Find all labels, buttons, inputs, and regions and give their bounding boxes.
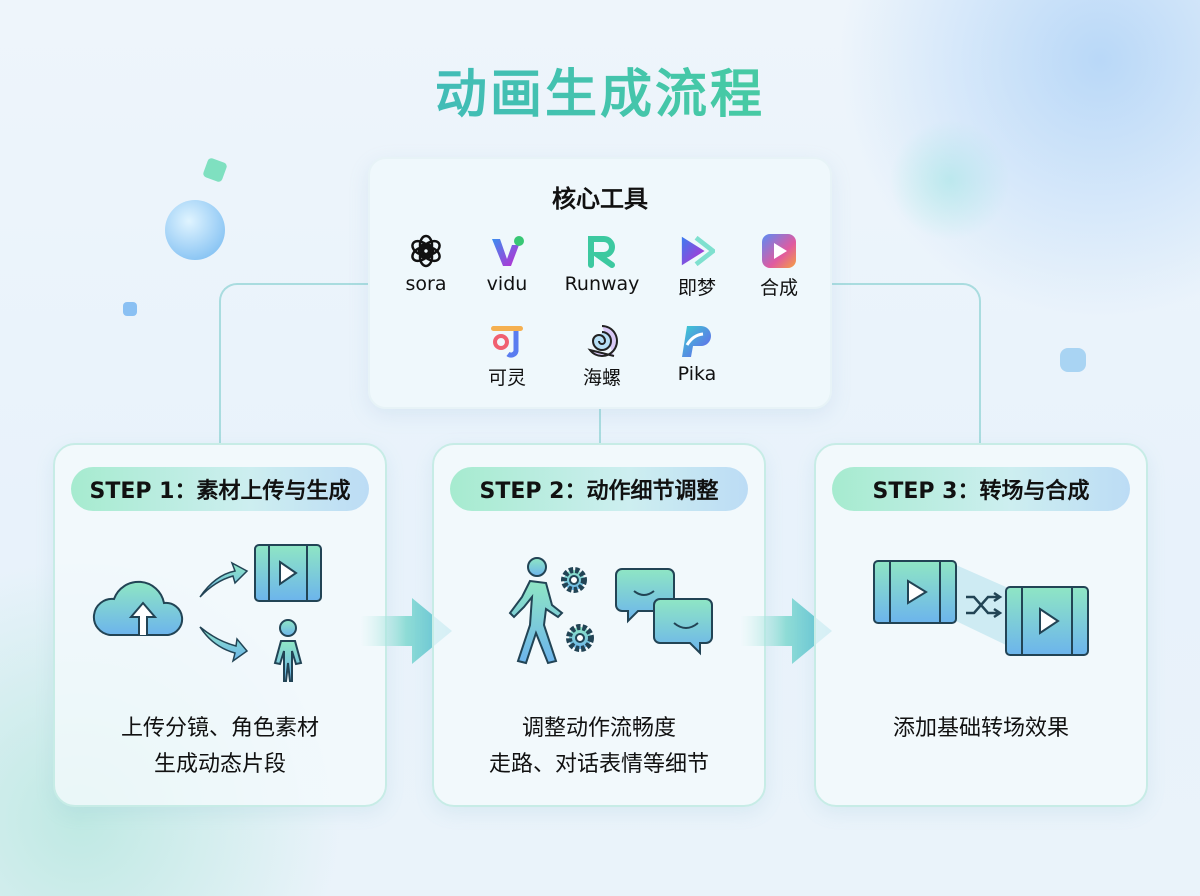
step-2-desc-line-2: 走路、对话表情等细节 <box>488 752 709 777</box>
tool-label: sora <box>405 273 447 295</box>
core-tools-heading: 核心工具 <box>552 185 648 213</box>
runway-r-icon <box>584 233 620 269</box>
tool-compose: 合成 <box>734 233 824 300</box>
walking-person-icon <box>508 557 564 665</box>
film-clip-icon <box>873 560 957 624</box>
shuffle-icon <box>966 591 1003 619</box>
step-3-label: STEP 3：转场与合成 <box>832 467 1130 511</box>
tool-label: Runway <box>564 273 640 295</box>
tool-sora: sora <box>381 233 471 295</box>
vidu-v-icon <box>489 233 525 269</box>
tool-vidu: vidu <box>462 233 552 295</box>
connector-center <box>599 409 601 444</box>
tool-pika: Pika <box>652 323 742 385</box>
arrow-down-right-icon <box>199 626 249 663</box>
flow-arrow-1-icon <box>360 598 452 664</box>
tool-label: 海螺 <box>582 367 621 389</box>
jimeng-play-icon <box>679 233 715 269</box>
step-1-desc-line-1: 上传分镜、角色素材 <box>120 716 319 741</box>
flow-arrow-2-icon <box>740 598 832 664</box>
tool-label: 可灵 <box>487 367 526 389</box>
decor-cube <box>123 302 137 316</box>
connector-left <box>219 283 369 444</box>
step-1-label: STEP 1：素材上传与生成 <box>71 467 369 511</box>
decor-cube <box>202 157 228 183</box>
film-clip-icon <box>254 544 322 602</box>
tool-runway: Runway <box>557 233 647 295</box>
upload-illustration <box>92 544 322 682</box>
tool-hailuo: 海螺 <box>557 323 647 390</box>
step-3-card: STEP 3：转场与合成 添加基础转场效果 <box>814 443 1148 807</box>
core-tools-panel: 核心工具 sora vidu Runway 即梦 合成 可灵 海螺 Pika <box>368 157 832 409</box>
tool-label: Pika <box>677 363 717 385</box>
motion-illustration <box>508 557 713 665</box>
connector-right <box>831 283 981 444</box>
kling-icon <box>489 323 525 359</box>
cloud-upload-icon <box>92 580 184 636</box>
tool-label: 合成 <box>759 277 798 299</box>
compose-play-icon <box>761 233 797 269</box>
tool-label: vidu <box>486 273 528 295</box>
film-clip-icon <box>1005 586 1089 656</box>
gear-icon <box>566 624 594 652</box>
step-2-label: STEP 2：动作细节调整 <box>450 467 748 511</box>
chat-bubbles-icon <box>615 568 713 656</box>
page-title: 动画生成流程 <box>0 52 1200 127</box>
step-2-desc-line-1: 调整动作流畅度 <box>521 716 676 741</box>
hailuo-shell-icon <box>584 323 620 359</box>
tool-kling: 可灵 <box>462 323 552 390</box>
openai-knot-icon <box>408 233 444 269</box>
arrow-up-right-icon <box>199 561 249 598</box>
decor-sphere <box>165 200 225 260</box>
decor-cube <box>1060 348 1086 372</box>
step-1-desc-line-2: 生成动态片段 <box>153 752 286 777</box>
step-2-card: STEP 2：动作细节调整 调整动作流畅度走路、对话表情等细节 <box>432 443 766 807</box>
tool-label: 即梦 <box>677 277 716 299</box>
gear-icon <box>561 567 587 593</box>
step-1-card: STEP 1：素材上传与生成 上传分镜、角色素材生成动态片段 <box>53 443 387 807</box>
tool-jimeng: 即梦 <box>652 233 742 300</box>
transition-illustration <box>873 560 1089 656</box>
step-3-desc-line-1: 添加基础转场效果 <box>892 716 1069 741</box>
character-icon <box>273 619 303 682</box>
pika-p-icon <box>679 323 715 359</box>
